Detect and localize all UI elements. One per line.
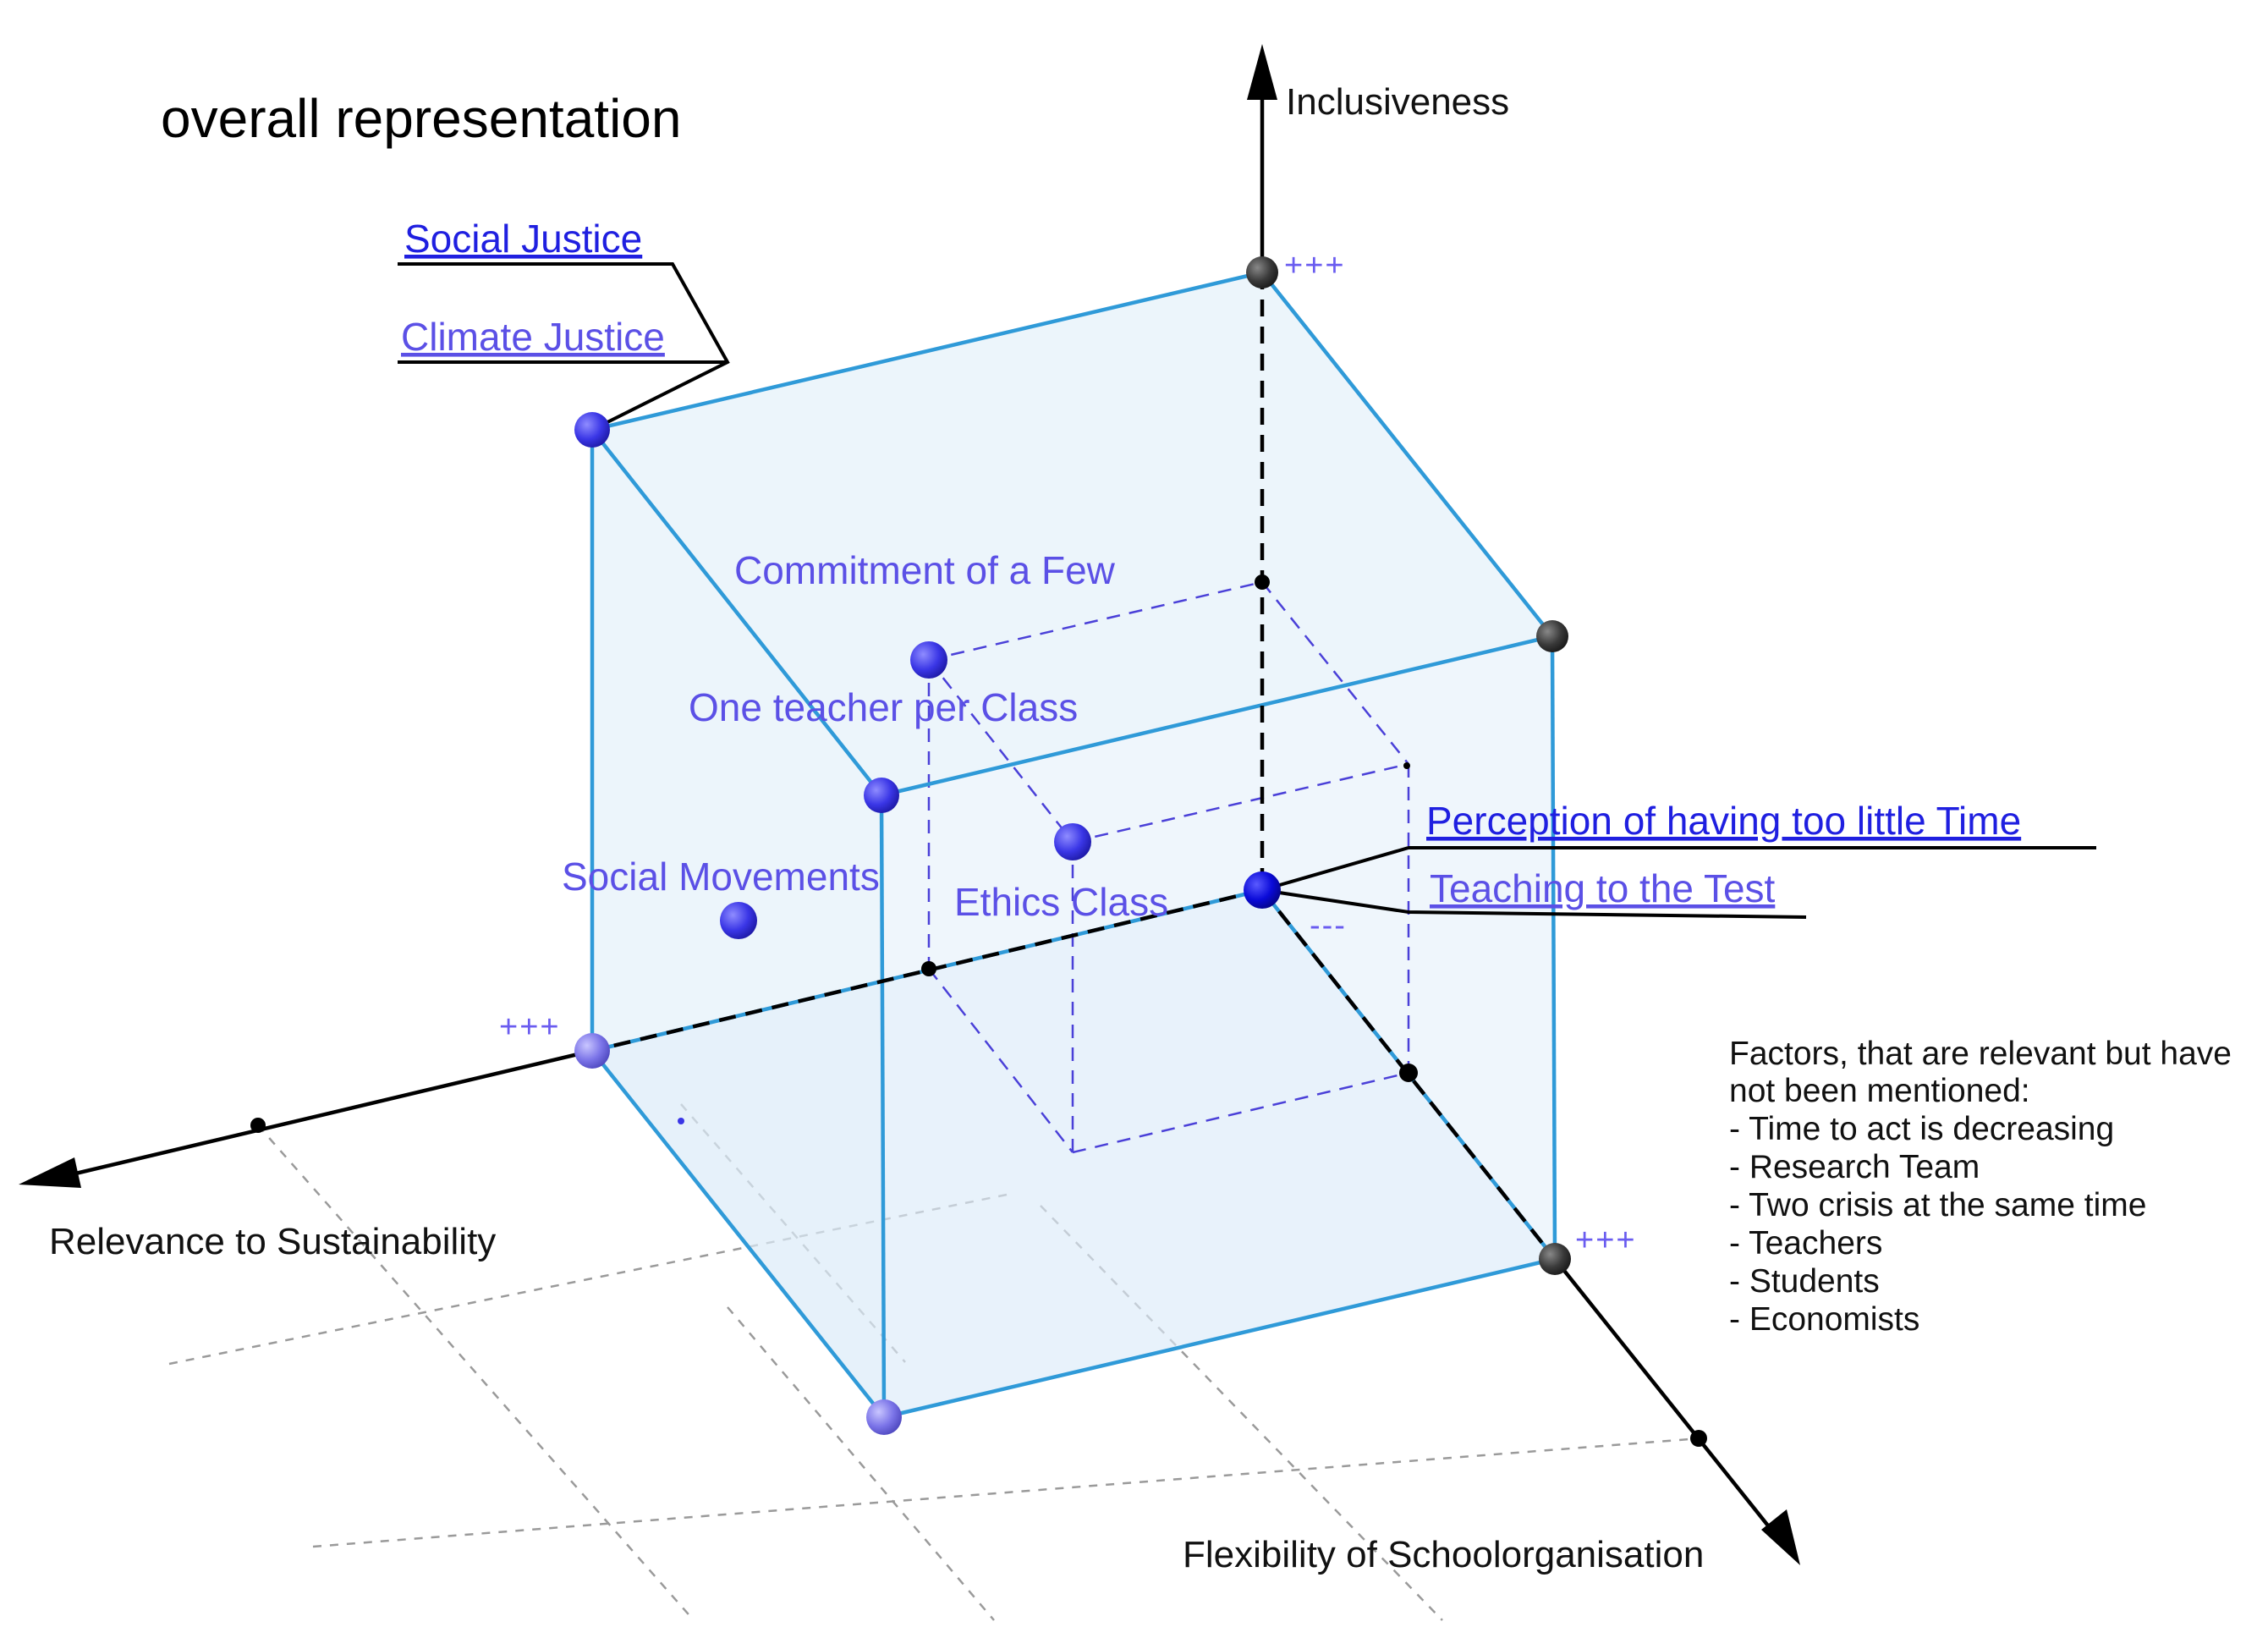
leader-social-justice: [398, 262, 730, 431]
notes-item: - Students: [1729, 1263, 1880, 1300]
arrow-down-right-icon: [1761, 1509, 1800, 1565]
axes: [50, 85, 1782, 1543]
point-commitment: [910, 641, 947, 679]
corner-point: [574, 1033, 610, 1069]
tick-dot: [1690, 1430, 1707, 1447]
point-perception-teaching: [1244, 871, 1281, 909]
label-social-movements: Social Movements: [562, 855, 880, 899]
axis-label-relevance: Relevance to Sustainability: [49, 1221, 496, 1262]
arrow-up-icon: [1247, 44, 1277, 100]
corner-point: [866, 1399, 902, 1435]
notes-item: - Economists: [1729, 1301, 1919, 1338]
axis-right-dashed: [1260, 888, 1557, 1261]
axis-right-solid: [1553, 1257, 1782, 1543]
label-teaching-test: Teaching to the Test: [1430, 866, 1776, 910]
cube-edge: [883, 1256, 1556, 1420]
tick-dot: [250, 1118, 266, 1133]
axis-left-dashed: [591, 888, 1263, 1053]
proj-line: [928, 968, 1074, 1153]
scale-mark-right: +++: [1575, 1223, 1637, 1258]
cube: [590, 270, 1557, 1420]
notes-block: Factors, that are relevant but have not …: [1729, 1036, 2232, 1338]
cube-edge: [590, 1049, 886, 1419]
corner-point: [1246, 256, 1278, 289]
corner-point: [864, 778, 899, 813]
label-climate-justice: Climate Justice: [401, 315, 665, 359]
proj-line: [1261, 581, 1409, 765]
grid-line: [727, 1306, 995, 1621]
proj-line: [1072, 1071, 1409, 1154]
cube-face-bottom: [592, 890, 1555, 1417]
grid-line: [312, 1437, 1701, 1548]
axis-left-solid: [50, 1048, 593, 1182]
notes-item: - Two crisis at the same time: [1729, 1187, 2146, 1223]
cube-face-top: [592, 272, 1552, 795]
tick-dot: [1255, 574, 1270, 590]
notes-heading-line1: Factors, that are relevant but have: [1729, 1036, 2232, 1072]
proj-line: [1072, 762, 1409, 844]
cube-edge: [1550, 635, 1557, 1260]
cube-edge: [591, 270, 1263, 432]
label-perception-time: Perception of having too little Time: [1426, 799, 2021, 843]
cube-edge: [881, 634, 1553, 798]
notes-heading-line2: not been mentioned:: [1729, 1073, 2030, 1109]
factor-points: [574, 412, 1281, 939]
axis-ticks: [250, 574, 1707, 1447]
label-ethics-class: Ethics Class: [954, 880, 1168, 924]
label-one-teacher: One teacher per Class: [689, 685, 1078, 729]
scale-mark-left: +++: [499, 1009, 561, 1045]
tick-dot: [921, 961, 936, 976]
leader-lines: [398, 262, 2096, 919]
notes-item: - Time to act is decreasing: [1729, 1111, 2114, 1147]
corner-point: [1539, 1243, 1571, 1275]
proj-line: [928, 580, 1263, 662]
point-social-movements: [720, 902, 757, 939]
page-title: overall representation: [161, 88, 681, 149]
grid-line: [1040, 1205, 1443, 1621]
notes-item: - Research Team: [1729, 1149, 1980, 1185]
label-social-justice: Social Justice: [404, 217, 642, 261]
label-commitment: Commitment of a Few: [734, 548, 1116, 592]
cube-edges: [590, 270, 1557, 1420]
axis-label-flexibility: Flexibility of Schoolorganisation: [1183, 1534, 1704, 1575]
projection-lines: [927, 580, 1410, 1154]
scale-mark-top: +++: [1284, 248, 1346, 283]
scale-mark-low: ---: [1310, 908, 1347, 943]
corner-points: [574, 256, 1571, 1435]
tick-dot: [678, 1118, 684, 1124]
cube-edge: [879, 794, 887, 1418]
cube-face-front: [881, 636, 1555, 1417]
leader-teaching-test: [1261, 888, 1807, 919]
corner-point: [1536, 620, 1568, 652]
point-one-teacher: [1054, 823, 1091, 860]
tick-dot: [1403, 762, 1410, 769]
cube-edge: [590, 428, 883, 797]
cube-edge: [1260, 271, 1554, 638]
grid-line: [257, 1124, 695, 1621]
leader-perception-time: [1261, 846, 2096, 892]
proj-line: [928, 659, 1074, 843]
notes-item: - Teachers: [1729, 1225, 1882, 1261]
axis-label-inclusiveness: Inclusiveness: [1286, 81, 1509, 123]
tick-dot: [1399, 1064, 1418, 1082]
point-social-climate-justice: [574, 412, 610, 448]
arrow-left-icon: [19, 1157, 81, 1188]
